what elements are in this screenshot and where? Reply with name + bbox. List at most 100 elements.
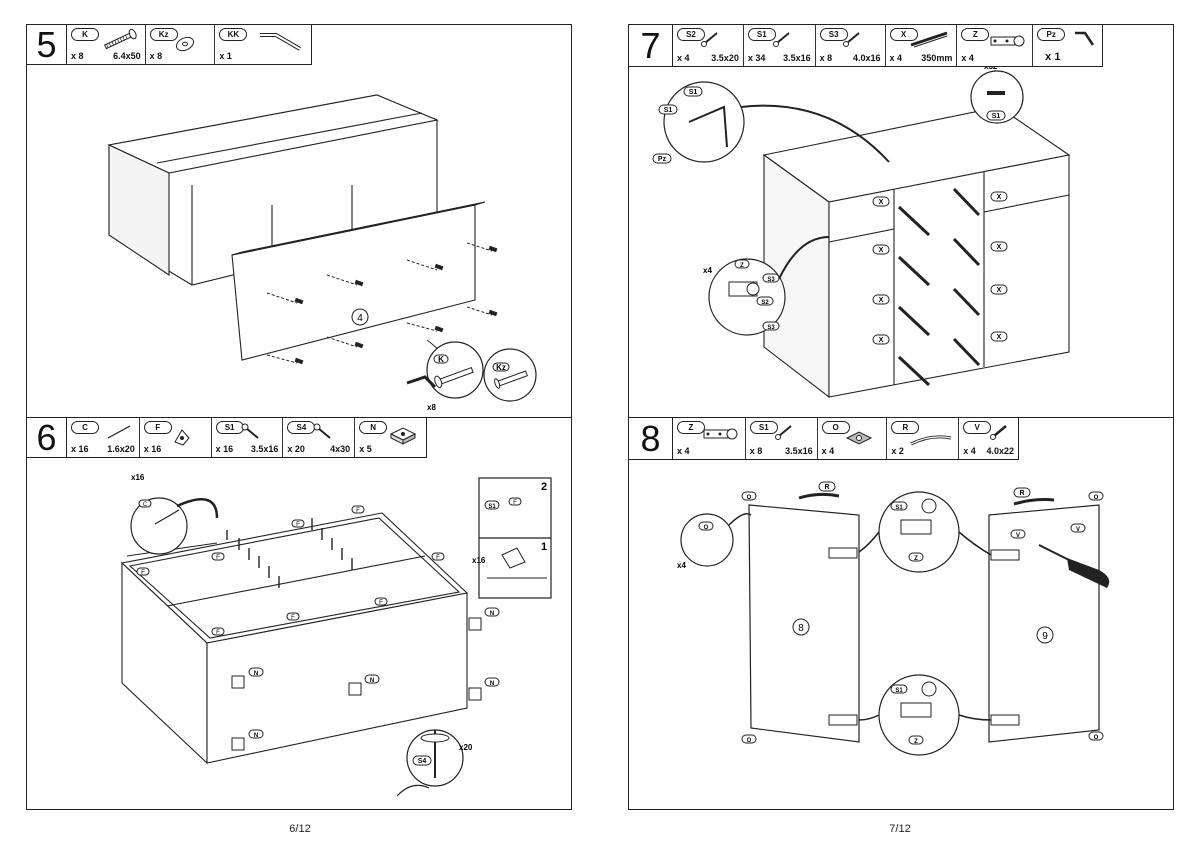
callout-circle-kz (483, 348, 537, 402)
step-6-illustration: 374 F F F F F F F F (120, 473, 552, 797)
r-label: R (1019, 490, 1024, 497)
part-cell: K x 8 6.4x50 (67, 25, 145, 64)
r-label: R (824, 484, 829, 491)
part-code: S4 (287, 421, 316, 434)
part-qty: x 16 (143, 444, 162, 454)
part-code: S1 (749, 421, 778, 434)
n-label: N (490, 681, 494, 687)
x-label: X (879, 297, 884, 304)
screw-icon (700, 32, 718, 47)
part-size: 3.5x16 (785, 446, 813, 456)
pz-label: Pz (658, 156, 667, 163)
f-label: F (141, 570, 145, 576)
part-cell: O x 4 (816, 418, 887, 459)
part-qty: x 4 (821, 446, 835, 456)
step-7-panel: 7 S2 x 4 3.5x20 S1 x 34 3.5x16 S3 x 8 4.… (628, 24, 1174, 419)
handle-icon (910, 435, 952, 446)
part-cell: KK x 1 (214, 25, 311, 64)
part-code: Z (961, 28, 990, 41)
inset-number: 1 (541, 541, 547, 553)
washer-icon (176, 36, 195, 52)
x-label: X (997, 287, 1002, 294)
door-right (988, 504, 1100, 743)
parts-table: C x 16 1.6x20 F x 16 S1 x 16 3.5x16 S4 x… (67, 418, 427, 458)
part-size: 3.5x20 (711, 53, 739, 63)
door-number: 9 (1042, 631, 1048, 642)
part-cell: S1 x 34 3.5x16 (742, 25, 815, 66)
callout-circle-s1 (970, 70, 1024, 124)
o-label: O (704, 525, 709, 531)
part-code: F (143, 421, 172, 434)
f-label: F (379, 600, 383, 606)
screw-icon (772, 32, 790, 47)
f-label: F (436, 555, 440, 561)
connector-block-icon (389, 427, 417, 445)
kz-label: Kz (496, 363, 506, 372)
part-size: 3.5x16 (783, 53, 811, 63)
step-number: 8 (629, 418, 673, 460)
s3-label: S3 (767, 277, 775, 283)
step-6-panel: 6 C x 16 1.6x20 F x 16 S1 x 16 3.5x16 S4 (26, 417, 572, 810)
qty-label: x16 (131, 473, 145, 482)
qty-label: x32 (984, 67, 998, 71)
plastic-foot-icon (173, 429, 190, 446)
screw-icon (842, 32, 860, 47)
part-cell: N x 5 (354, 418, 426, 457)
part-qty: x 20 (287, 444, 305, 454)
parts-table: S2 x 4 3.5x20 S1 x 34 3.5x16 S3 x 8 4.0x… (673, 25, 1103, 67)
allen-key-icon (260, 33, 302, 51)
part-code: Z (677, 421, 705, 434)
parts-table: K x 8 6.4x50 Kz x 8 KK x 1 (67, 25, 312, 65)
qty-label: x4 (677, 561, 686, 570)
v-label: V (1016, 533, 1020, 539)
part-code: Pz (1037, 28, 1066, 41)
o-label: O (1094, 495, 1099, 501)
step-5-illustration: 4 K Kz x8 (107, 94, 537, 412)
part-code: N (359, 421, 388, 434)
part-qty: x 2 (891, 446, 904, 456)
x-label: X (879, 337, 884, 344)
part-qty: x 16 (71, 444, 89, 454)
z-label: Z (740, 263, 744, 269)
f-label: F (216, 630, 220, 636)
part-cell: S2 x 4 3.5x20 (673, 25, 743, 66)
step-7-illustration: X X X X X X X X S1 S1 Pz x32 S1 (652, 67, 1071, 399)
part-code: O (821, 421, 850, 434)
long-screw-icon (103, 29, 137, 50)
part-code: S1 (747, 28, 776, 41)
step-8-panel: 8 Z x 4 S1 x 8 3.5x16 O x 4 R x 2 (628, 417, 1174, 810)
step-number: 7 (629, 25, 673, 67)
x-label: X (997, 334, 1002, 341)
z-label: Z (914, 739, 918, 745)
f-label: F (513, 500, 517, 506)
f-label: F (291, 615, 295, 621)
part-qty: x 34 (747, 53, 766, 63)
step-8-illustration: 8 9 R R O O O O O x4 (677, 481, 1110, 756)
panel-number-badge (351, 308, 369, 326)
callout-circle-c (130, 497, 188, 555)
callout-circle-o (680, 513, 734, 567)
drawer-runner-icon (910, 31, 948, 48)
step-5-panel: 5 K x 8 6.4x50 Kz x 8 KK x 1 (26, 24, 572, 419)
n-label: N (254, 671, 258, 677)
part-code: K (71, 28, 99, 41)
part-qty: x 8 (819, 53, 833, 63)
screw-icon (990, 425, 1007, 440)
part-cell: S1 x 16 3.5x16 (210, 418, 283, 457)
part-cell: R x 2 (886, 418, 958, 459)
s1-label: S1 (992, 113, 1001, 120)
step-number: 6 (27, 417, 67, 458)
o-label: O (747, 495, 752, 501)
qty-label: x16 (472, 556, 486, 565)
manual-page-left: 5 K x 8 6.4x50 Kz x 8 KK x 1 (26, 24, 572, 835)
part-cell: S1 x 8 3.5x16 (744, 418, 817, 459)
part-qty: x 4 (961, 53, 974, 63)
s2-label: S2 (761, 300, 769, 306)
c-label: C (143, 502, 148, 508)
part-qty: x 16 (215, 444, 234, 454)
inset-number: 2 (541, 481, 547, 493)
v-label: V (1076, 527, 1080, 533)
part-code: S3 (819, 28, 848, 41)
step-number: 5 (27, 24, 67, 65)
part-qty: x 1 (1045, 51, 1061, 63)
